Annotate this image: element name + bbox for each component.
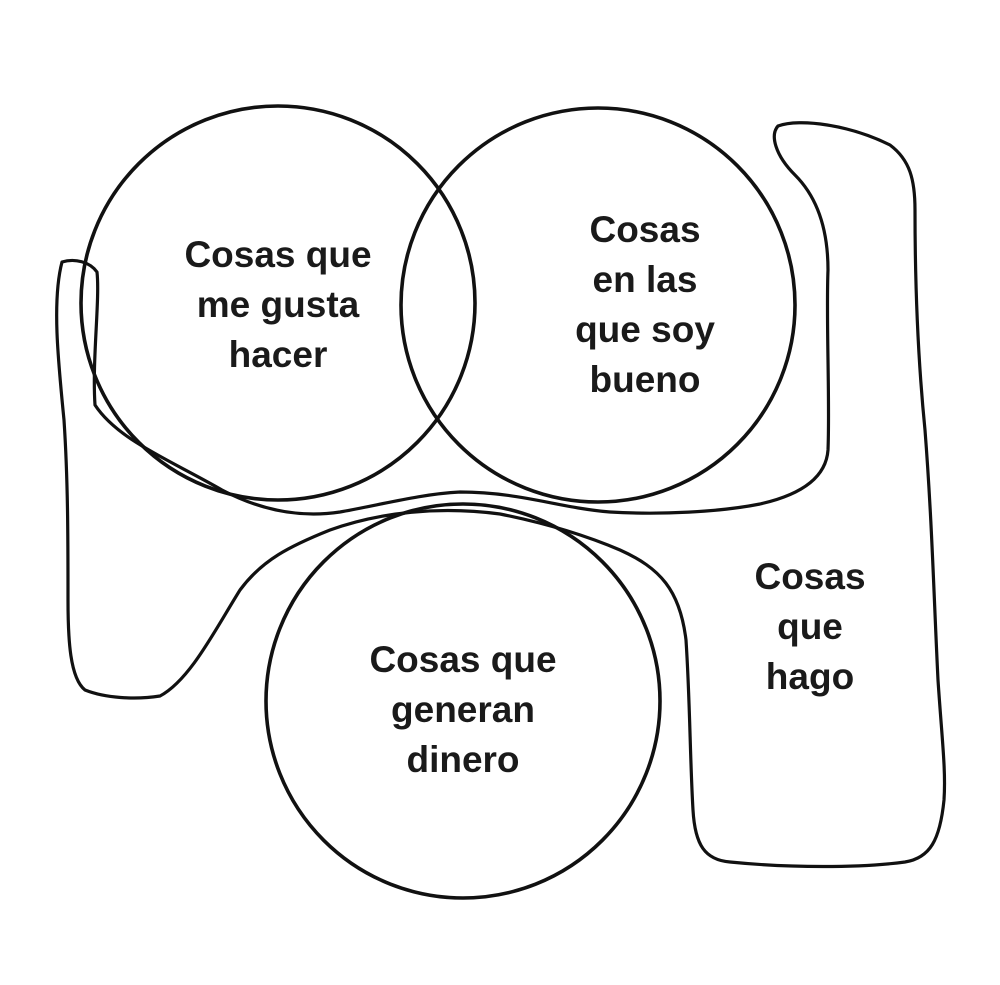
hand-drawn-outline (55, 121, 947, 869)
circle-left (79, 104, 477, 502)
circle-right (399, 106, 797, 504)
label-bottom-circle: Cosas que generan dinero (369, 639, 557, 780)
label-outline-region: Cosas que hago (754, 556, 866, 697)
label-left-circle: Cosas que me gusta hacer (184, 234, 372, 375)
circle-bottom (264, 502, 662, 900)
label-right-circle: Cosas en las que soy bueno (575, 209, 715, 400)
